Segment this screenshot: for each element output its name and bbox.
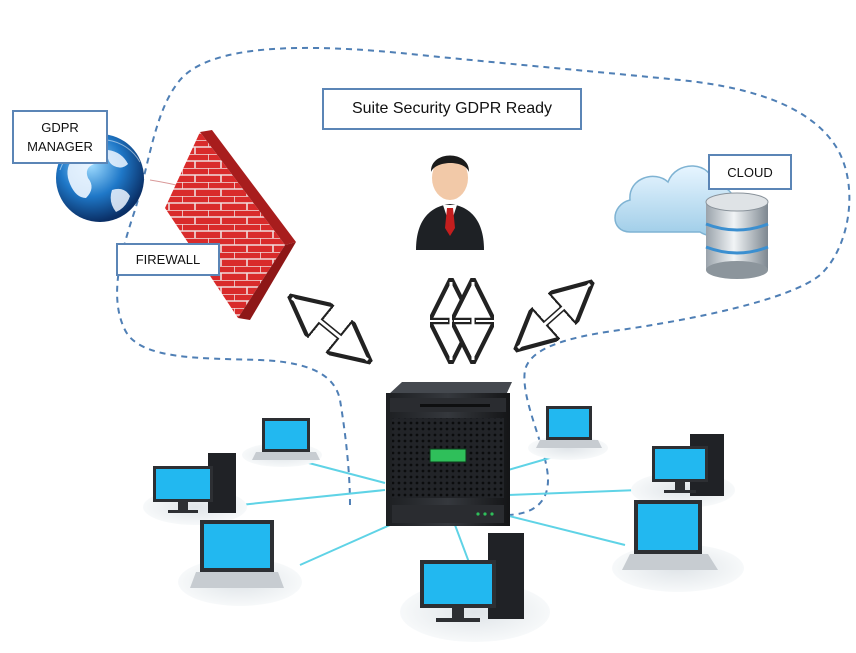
desktop-icon <box>153 453 236 513</box>
security-boundary <box>116 46 851 516</box>
gdpr-manager-label-box: GDPR MANAGER <box>12 110 108 164</box>
laptop-icon <box>536 406 602 448</box>
laptop-icon <box>622 500 718 570</box>
database-icon <box>705 192 769 279</box>
diagram-title-box: Suite Security GDPR Ready <box>322 88 582 130</box>
server-icon <box>386 382 512 526</box>
laptop-icon <box>252 418 320 460</box>
cloud-label-box: CLOUD <box>708 154 792 190</box>
firewall-label: FIREWALL <box>135 252 201 267</box>
desktop-icon <box>420 533 524 622</box>
data-flow-arrows <box>292 282 590 360</box>
brick-wall-icon <box>165 130 296 320</box>
cloud-label: CLOUD <box>727 164 773 180</box>
firewall-label-box: FIREWALL <box>116 243 220 276</box>
gdpr-manager-label-line1: GDPR <box>41 120 79 135</box>
laptop-icon <box>190 520 284 588</box>
gdpr-manager-label-line2: MANAGER <box>27 139 93 154</box>
desktop-icon <box>652 434 724 496</box>
businessman-icon <box>416 155 484 250</box>
diagram-title: Suite Security GDPR Ready <box>351 100 553 117</box>
